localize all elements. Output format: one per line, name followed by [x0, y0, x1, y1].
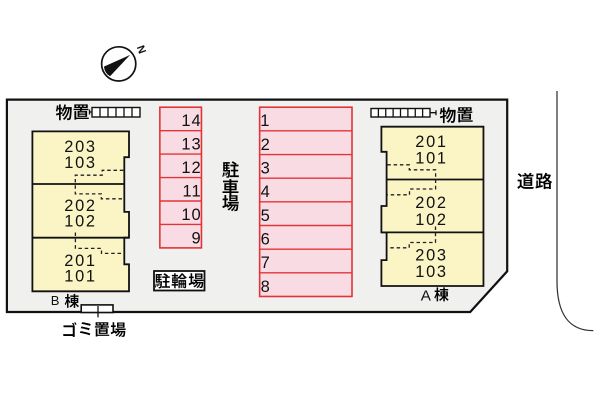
svg-text:101: 101 — [415, 150, 447, 168]
svg-text:102: 102 — [64, 213, 96, 231]
svg-text:7: 7 — [261, 254, 270, 272]
svg-text:13: 13 — [181, 136, 201, 154]
svg-text:5: 5 — [261, 207, 270, 225]
svg-text:102: 102 — [415, 211, 447, 229]
svg-text:11: 11 — [183, 183, 202, 201]
svg-text:103: 103 — [415, 263, 447, 281]
svg-text:203: 203 — [64, 138, 96, 156]
svg-text:103: 103 — [64, 154, 96, 172]
svg-text:9: 9 — [192, 229, 202, 247]
svg-text:201: 201 — [415, 133, 447, 151]
svg-text:3: 3 — [261, 160, 270, 178]
svg-text:10: 10 — [181, 206, 201, 224]
svg-text:2: 2 — [261, 136, 270, 154]
svg-text:202: 202 — [64, 197, 96, 215]
svg-text:202: 202 — [415, 194, 447, 212]
svg-text:N: N — [134, 44, 148, 56]
svg-text:8: 8 — [261, 278, 270, 296]
svg-text:1: 1 — [260, 112, 269, 130]
svg-text:14: 14 — [181, 112, 201, 130]
svg-text:12: 12 — [181, 159, 201, 177]
svg-text:B: B — [51, 293, 60, 308]
svg-text:101: 101 — [64, 268, 96, 286]
svg-text:A: A — [421, 287, 432, 304]
svg-text:6: 6 — [261, 231, 270, 249]
svg-text:4: 4 — [261, 183, 270, 201]
svg-text:203: 203 — [415, 247, 447, 265]
svg-text:201: 201 — [64, 252, 96, 270]
